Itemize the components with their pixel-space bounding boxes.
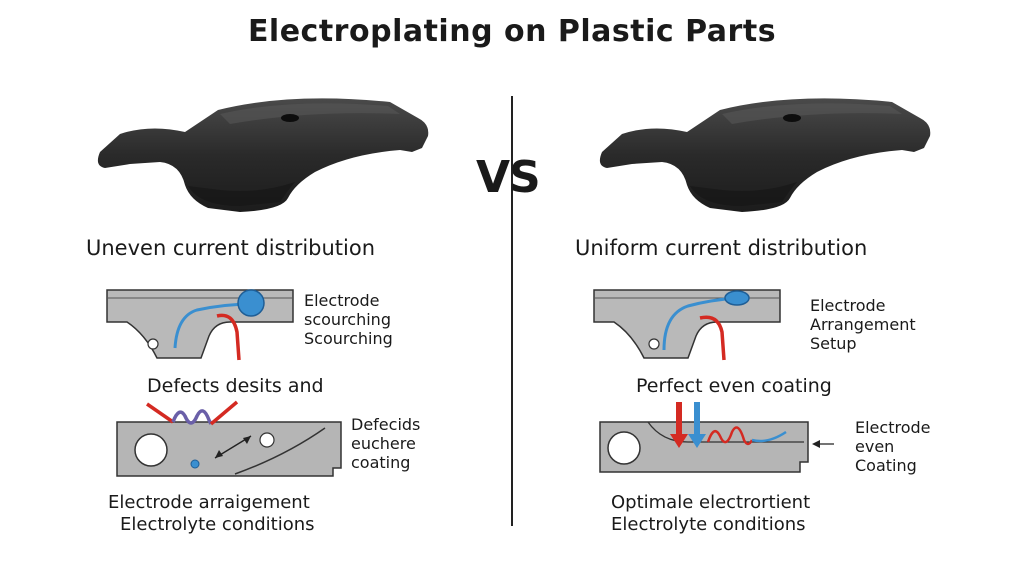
right-diagram1-label-2: Arrangement: [810, 315, 916, 334]
right-diagram2-label-2: even: [855, 437, 895, 456]
right-middle-text: Perfect even coating: [636, 375, 832, 397]
left-diagram1-label-2: scourching: [304, 310, 391, 329]
right-diagram2-label-1: Electrode: [855, 418, 931, 437]
right-footer-line-2: Electrolyte conditions: [611, 514, 806, 535]
right-diagram1-label-3: Setup: [810, 334, 857, 353]
left-diagram2-labels: Defecids euchere coating: [351, 415, 420, 472]
left-diagram1-labels: Electrode scourching Scourching: [304, 291, 393, 348]
electrode-diagram-left: [106, 289, 294, 361]
right-diagram2-labels: Electrode even Coating: [855, 418, 930, 475]
left-footer-line-2: Electrolyte conditions: [120, 514, 315, 535]
left-diagram2-label-3: coating: [351, 453, 411, 472]
right-diagram2-label-3: Coating: [855, 456, 917, 475]
right-diagram1-label-1: Electrode: [810, 296, 886, 315]
right-heading: Uniform current distribution: [575, 236, 868, 260]
plastic-part-left: [97, 98, 429, 212]
left-diagram1-label-3: Scourching: [304, 329, 393, 348]
vs-label: VS: [476, 152, 541, 203]
right-diagram1-labels: Electrode Arrangement Setup: [810, 296, 916, 353]
center-divider: [511, 96, 513, 526]
left-middle-text: Defects desits and: [147, 375, 324, 397]
defect-diagram-left: [116, 400, 342, 477]
plastic-part-right: [599, 98, 931, 212]
left-footer: Electrode arraigement Electrolyte condit…: [108, 492, 315, 536]
right-footer: Optimale electrortient Electrolyte condi…: [611, 492, 810, 536]
left-diagram1-label-1: Electrode: [304, 291, 380, 310]
page-title: Electroplating on Plastic Parts: [247, 14, 777, 49]
right-footer-line-1: Optimale electrortient: [611, 492, 811, 513]
left-heading: Uneven current distribution: [86, 236, 376, 260]
electrode-diagram-right: [593, 289, 781, 361]
even-coating-diagram-right: [599, 402, 834, 473]
left-diagram2-label-1: Defecids: [351, 415, 421, 434]
left-footer-line-1: Electrode arraigement: [108, 492, 310, 513]
left-diagram2-label-2: euchere: [351, 434, 416, 453]
